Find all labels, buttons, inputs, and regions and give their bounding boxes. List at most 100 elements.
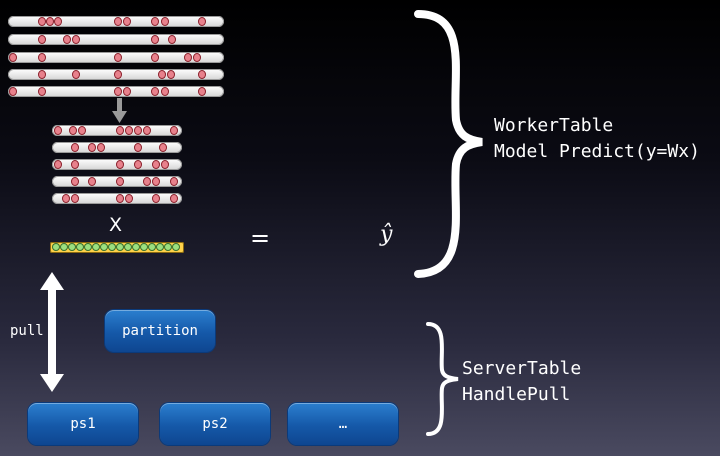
ps1-button[interactable]: ps1 [28,403,138,445]
data-row [52,193,182,204]
partition-label: partition [122,323,198,339]
pull-label: pull [10,323,44,339]
feature-dot [134,126,142,135]
feature-dot [116,160,124,169]
feature-dot [38,35,46,44]
weight-dot [84,243,92,251]
worker-table-label: WorkerTable Model Predict(y=Wx) [494,113,700,165]
handle-pull-line: HandlePull [462,384,571,405]
ps2-button[interactable]: ps2 [160,403,270,445]
brace-icon [414,10,483,278]
feature-dot [114,70,122,79]
feature-dot [123,87,131,96]
weight-dot [68,243,76,251]
weight-dot [60,243,68,251]
feature-dot [152,160,160,169]
data-row [52,176,182,187]
weight-dot [124,243,132,251]
feature-dot [63,35,71,44]
down-arrow [112,98,127,123]
partition-button[interactable]: partition [105,310,215,352]
multiply-symbol: X [109,214,123,236]
feature-dot [38,70,46,79]
ps2-label: ps2 [202,416,228,432]
feature-dot [38,17,46,26]
feature-dot [116,126,124,135]
weight-dot [108,243,116,251]
feature-dot [54,126,62,135]
feature-dot [88,143,96,152]
data-row [8,69,224,80]
weight-dot [132,243,140,251]
feature-dot [62,194,70,203]
feature-dot [78,126,86,135]
feature-dot [114,87,122,96]
pull-arrow [40,272,64,392]
feature-dot [116,177,124,186]
worker-table-line: WorkerTable [494,115,614,136]
feature-dot [151,17,159,26]
feature-dot [170,177,178,186]
data-row [52,159,182,170]
feature-dot [158,70,166,79]
weight-dot [156,243,164,251]
data-row [8,86,224,97]
data-row [8,52,224,63]
brace-icon [426,322,459,436]
feature-dot [134,143,142,152]
feature-dot [116,194,124,203]
feature-dot [167,70,175,79]
feature-dot [198,87,206,96]
feature-dot [198,70,206,79]
feature-dot [143,177,151,186]
weight-dot [148,243,156,251]
feature-dot [71,160,79,169]
feature-dot [184,53,192,62]
feature-dot [72,70,80,79]
feature-dot [71,194,79,203]
feature-dot [170,194,178,203]
weight-dot [76,243,84,251]
data-row [52,125,182,136]
data-row [8,16,224,27]
feature-dot [114,53,122,62]
feature-dot [134,160,142,169]
feature-dot [72,35,80,44]
ps1-label: ps1 [70,416,96,432]
feature-dot [152,177,160,186]
feature-dot [38,87,46,96]
weight-dot [116,243,124,251]
data-row [8,34,224,45]
feature-dot [46,17,54,26]
feature-dot [168,35,176,44]
feature-dot [123,17,131,26]
feature-dot [151,35,159,44]
feature-dot [161,87,169,96]
weight-vector [50,242,184,253]
feature-dot [161,17,169,26]
feature-dot [71,143,79,152]
feature-dot [114,17,122,26]
weight-dot [52,243,60,251]
feature-dot [38,53,46,62]
weight-dot [164,243,172,251]
feature-dot [170,126,178,135]
server-table-label: ServerTable HandlePull [462,356,581,408]
feature-dot [151,53,159,62]
feature-dot [69,126,77,135]
feature-dot [161,160,169,169]
server-table-line: ServerTable [462,358,582,379]
feature-dot [54,160,62,169]
feature-dot [193,53,201,62]
feature-dot [125,126,133,135]
feature-dot [54,17,62,26]
more-servers-label: … [338,416,348,432]
feature-dot [88,177,96,186]
feature-dot [97,143,105,152]
weight-dot [172,243,180,251]
feature-dot [151,87,159,96]
more-servers-button[interactable]: … [288,403,398,445]
model-predict-line: Model Predict(y=Wx) [494,141,700,162]
weight-dot [140,243,148,251]
feature-dot [159,143,167,152]
